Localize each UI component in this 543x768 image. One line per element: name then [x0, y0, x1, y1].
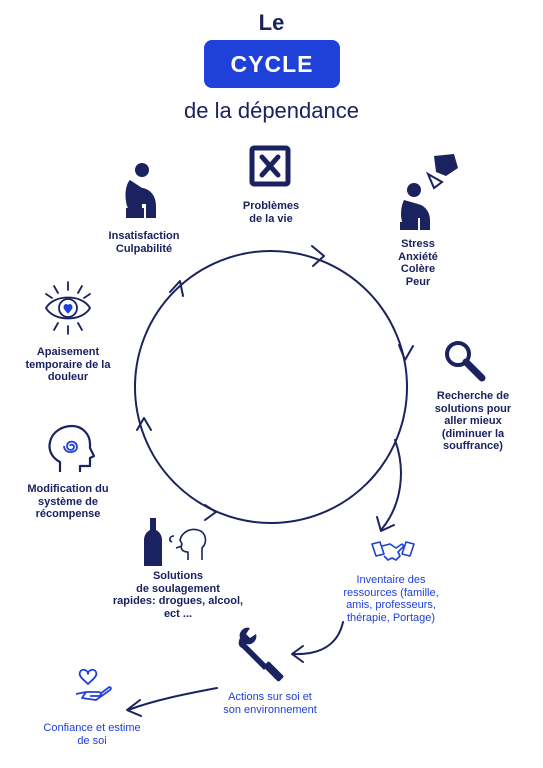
eye-heart-icon: [44, 281, 92, 335]
bottle-smoke-icon: [144, 518, 207, 566]
label-insatisfaction: Insatisfaction Culpabilité: [92, 230, 196, 255]
label-modification-text: Modification du système de récompense: [27, 483, 109, 520]
label-inventaire-text: Inventaire des ressources (famille, amis…: [343, 574, 439, 624]
wrench-icon: [238, 627, 284, 682]
label-modification: Modification du système de récompense: [14, 483, 122, 521]
arrow-top-left: [169, 280, 184, 297]
sad-person-icon: [125, 163, 156, 218]
label-problemes: Problèmes de la vie: [228, 200, 314, 225]
label-actions: Actions sur soi et son environnement: [208, 691, 332, 716]
stressed-person-icon: [400, 154, 458, 230]
cross-box-icon: [249, 145, 291, 187]
label-recherche: Recherche de solutions pour aller mieux …: [426, 390, 520, 453]
cycle-circle: [134, 250, 408, 524]
arrow-actions-confiance: [127, 687, 218, 711]
label-stress: Stress Anxiété Colère Peur: [376, 238, 460, 288]
label-problemes-text: Problèmes de la vie: [242, 200, 300, 225]
arrow-top: [311, 245, 325, 267]
label-apaisement-text: Apaisement temporaire de la douleur: [25, 346, 111, 383]
label-confiance-text: Confiance et estime de soi: [43, 722, 141, 747]
label-insatisfaction-text: Insatisfaction Culpabilité: [108, 230, 180, 255]
title-subtitle: de la dépendance: [184, 98, 359, 123]
label-inventaire: Inventaire des ressources (famille, amis…: [326, 574, 456, 624]
magnifier-icon: [445, 341, 486, 382]
title-le: Le: [258, 10, 285, 35]
handshake-icon: [371, 541, 415, 561]
label-apaisement: Apaisement temporaire de la douleur: [14, 346, 122, 384]
branch-arrow: [380, 439, 402, 531]
arrow-left: [136, 417, 152, 431]
label-solutions-text: Solutions de soulagement rapides: drogue…: [112, 570, 244, 620]
label-confiance: Confiance et estime de soi: [30, 722, 154, 747]
arrow-bottom: [204, 504, 217, 521]
label-recherche-text: Recherche de solutions pour aller mieux …: [434, 390, 512, 452]
arrow-inventaire-actions: [292, 621, 344, 656]
head-spiral-icon: [48, 424, 96, 472]
arrow-right: [398, 344, 414, 361]
heart-hand-icon: [75, 668, 112, 701]
label-solutions: Solutions de soulagement rapides: drogue…: [108, 570, 248, 620]
label-stress-text: Stress Anxiété Colère Peur: [398, 238, 438, 288]
label-actions-text: Actions sur soi et son environnement: [223, 691, 317, 716]
cycle-badge: CYCLE: [204, 40, 340, 88]
